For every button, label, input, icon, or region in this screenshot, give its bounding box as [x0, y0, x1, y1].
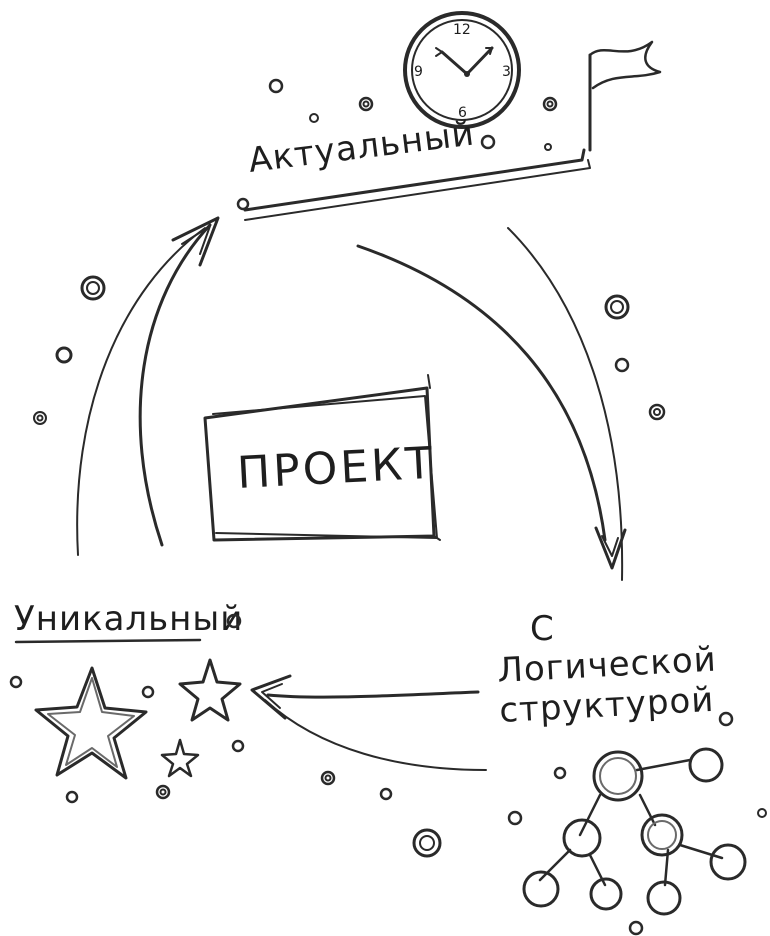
bubble-icon-group [11, 80, 766, 934]
tree-structure-icon [524, 749, 745, 914]
clock-number-3: 3 [502, 64, 511, 80]
star-icon-tiny [162, 740, 198, 776]
arrow-left-to-top [77, 218, 218, 555]
node-label-top: Актуальный [246, 114, 477, 181]
arrow-top-to-right [358, 228, 625, 580]
node-label-left: Уникальный [14, 599, 243, 639]
star-icon-small [180, 660, 240, 720]
clock-number-9: 9 [414, 64, 423, 80]
clock-number-12: 12 [453, 22, 471, 38]
star-icon [36, 668, 146, 778]
clock-icon: 12 3 6 9 [405, 13, 519, 127]
arrow-right-to-left [252, 676, 486, 770]
center-label: ПРОЕКТ [236, 438, 437, 499]
flag-icon [590, 42, 660, 150]
node-label-right-line1: С [530, 609, 555, 649]
